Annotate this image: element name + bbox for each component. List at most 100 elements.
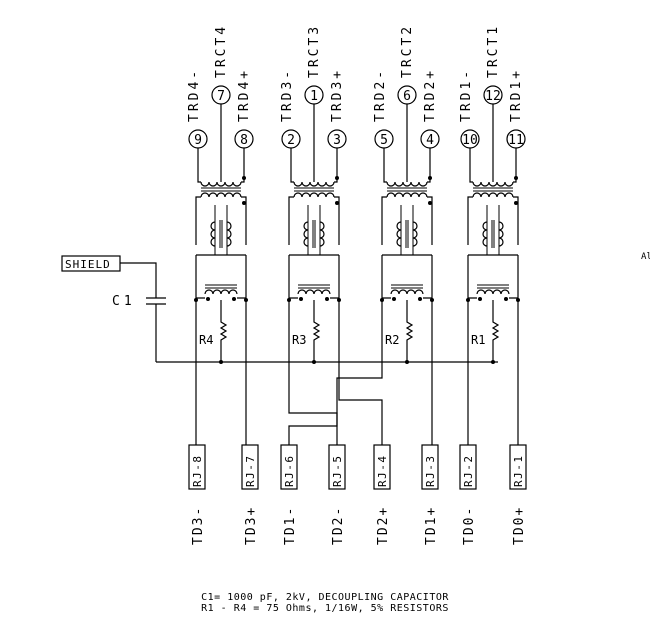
- lower-core: [205, 284, 237, 289]
- choke-leads: [486, 205, 500, 255]
- polarity-dot: [335, 176, 339, 180]
- top-leads: [290, 104, 338, 183]
- choke-leads: [307, 205, 321, 255]
- polarity-dot: [428, 176, 432, 180]
- transformer-core: [387, 187, 427, 192]
- neg-signal-label: TRD3-: [280, 68, 295, 122]
- transformer-primary-coil: [200, 181, 242, 187]
- polarity-dot: [206, 297, 210, 301]
- choke-core: [219, 220, 223, 248]
- rj-signal-label: TD2-: [331, 506, 346, 545]
- resistor: [405, 300, 414, 362]
- center-tap-pin-number: 7: [217, 89, 225, 104]
- polarity-dot: [325, 297, 329, 301]
- transformer-primary-coil: [386, 181, 428, 187]
- center-tap-pin-number: 1: [310, 89, 318, 104]
- side-wires: [467, 196, 519, 245]
- top-leads: [197, 104, 245, 183]
- rj-pin-label: RJ-2: [462, 455, 475, 488]
- lower-coil: [390, 289, 424, 295]
- polarity-dot: [428, 201, 432, 205]
- wire-5: [288, 300, 383, 445]
- resistor-label: R2: [385, 333, 399, 347]
- pos-pin-number: 4: [426, 133, 434, 148]
- choke-coil-left: [482, 221, 488, 247]
- pos-pin-number: 11: [508, 133, 524, 148]
- capacitor-label: C1: [112, 294, 136, 309]
- transformer-secondary-coil: [386, 192, 428, 198]
- choke-coil-left: [210, 221, 216, 247]
- rj-pin-label: RJ-1: [512, 455, 525, 488]
- neg-signal-label: TRD1-: [459, 68, 474, 122]
- wire-4: [338, 300, 383, 445]
- center-tap-pin-number: 6: [403, 89, 411, 104]
- polarity-dot: [418, 297, 422, 301]
- lower-frame: [381, 254, 433, 300]
- neg-pin-number: 2: [287, 133, 295, 148]
- rj-signal-label: TD0-: [462, 506, 477, 545]
- rj-pin-box: [328, 444, 346, 490]
- lower-core: [391, 284, 423, 289]
- transformer-core: [473, 187, 513, 192]
- neg-pin-number: 5: [380, 133, 388, 148]
- rj-pin-box: [509, 444, 527, 490]
- lower-frame: [195, 254, 247, 300]
- top-leads: [469, 104, 517, 183]
- transformer-primary-coil: [472, 181, 514, 187]
- polarity-dot: [514, 201, 518, 205]
- pos-pin-number: 3: [333, 133, 341, 148]
- pos-pin-number: 8: [240, 133, 248, 148]
- transformer-secondary-coil: [200, 192, 242, 198]
- polarity-dot: [335, 201, 339, 205]
- polarity-dot: [299, 297, 303, 301]
- rj-pin-box: [188, 444, 206, 490]
- resistor: [219, 300, 228, 362]
- choke-core: [491, 220, 495, 248]
- wire-3: [288, 300, 338, 445]
- rj-pin-box: [241, 444, 259, 490]
- side-wires: [381, 196, 433, 245]
- rj-pin-label: RJ-7: [244, 455, 257, 488]
- transformer-core: [294, 187, 334, 192]
- lower-frame: [288, 254, 340, 300]
- choke-leads: [214, 205, 228, 255]
- rj-signal-label: TD0+: [512, 506, 527, 545]
- choke-core: [405, 220, 409, 248]
- transformer-primary-coil: [293, 181, 335, 187]
- top-leads: [383, 104, 431, 183]
- rj-pin-box: [421, 444, 439, 490]
- polarity-dot: [242, 201, 246, 205]
- choke-coil-right: [498, 221, 504, 247]
- transformer-secondary-coil: [293, 192, 335, 198]
- center-tap-label: TRCT2: [400, 24, 415, 78]
- resistor-label: R1: [471, 333, 485, 347]
- pos-signal-label: TRD1+: [509, 68, 524, 122]
- center-tap-pin-number: 12: [485, 89, 501, 104]
- pos-signal-label: TRD4+: [237, 68, 252, 122]
- lower-coil: [476, 289, 510, 295]
- rj-pin-box: [373, 444, 391, 490]
- choke-core: [312, 220, 316, 248]
- wiring: [195, 300, 519, 445]
- center-tap-label: TRCT4: [214, 24, 229, 78]
- polarity-dot: [232, 297, 236, 301]
- edge-text: Al: [641, 252, 650, 262]
- side-wires: [288, 196, 340, 245]
- shield-label: SHIELD: [65, 258, 111, 271]
- rj-signal-label: TD3-: [191, 506, 206, 545]
- note-resistors: R1 - R4 = 75 Ohms, 1/16W, 5% RESISTORS: [201, 603, 449, 614]
- polarity-dot: [392, 297, 396, 301]
- lower-core: [477, 284, 509, 289]
- neg-signal-label: TRD4-: [187, 68, 202, 122]
- choke-coil-left: [396, 221, 402, 247]
- rj-pin-box: [280, 444, 298, 490]
- center-tap-label: TRCT1: [486, 24, 501, 78]
